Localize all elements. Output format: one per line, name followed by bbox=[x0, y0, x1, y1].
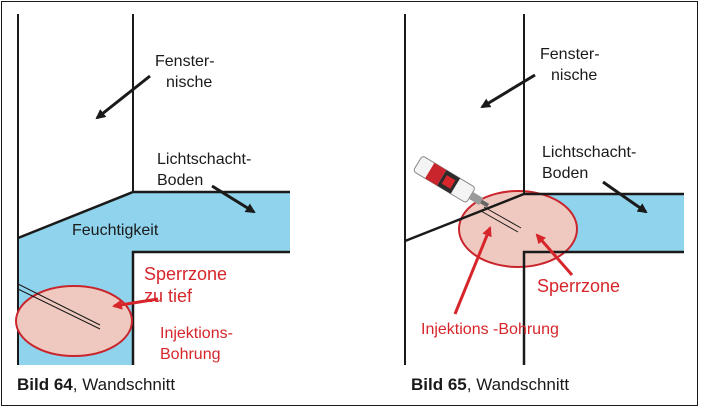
label-sperrzone: Sperrzone bbox=[537, 276, 621, 296]
caption-bild-64: Bild 64, Wandschnitt bbox=[17, 375, 175, 395]
drill-hole-icon bbox=[480, 206, 522, 233]
lightwell-floor-line bbox=[131, 250, 290, 365]
arrow-icon bbox=[453, 226, 492, 315]
barrier-zone-ellipse bbox=[15, 285, 133, 357]
label-feuchtigkeit: Feuchtigkeit bbox=[72, 222, 159, 239]
arrow-icon bbox=[211, 184, 256, 214]
drill-hole-icon bbox=[17, 283, 101, 330]
arrow-icon bbox=[95, 74, 151, 120]
label-lichtschacht-line1: Lichtschacht- bbox=[542, 144, 637, 161]
label-injektion-line2: Bohrung bbox=[160, 346, 221, 363]
window-sill-line bbox=[404, 192, 684, 243]
label-fensternische-line1: Fenster- bbox=[540, 46, 600, 63]
caption-bild-65-number: Bild 65 bbox=[411, 375, 467, 394]
injection-cartridge-icon bbox=[413, 156, 490, 208]
lightwell-floor-line bbox=[522, 250, 684, 365]
label-sperrzone-line2: zu tief bbox=[144, 286, 193, 306]
caption-bild-64-text: , Wandschnitt bbox=[72, 375, 176, 394]
label-lichtschacht-line2: Boden bbox=[542, 165, 589, 182]
label-injektion: Injektions -Bohrung bbox=[421, 321, 559, 338]
label-injektion-line1: Injektions- bbox=[160, 325, 233, 342]
label-lichtschacht-line2: Boden bbox=[157, 172, 204, 189]
label-lichtschacht-line1: Lichtschacht- bbox=[157, 151, 252, 168]
figure-64 bbox=[15, 14, 290, 365]
label-fensternische-line1: Fenster- bbox=[155, 53, 215, 70]
arrow-icon bbox=[480, 73, 536, 109]
arrow-icon bbox=[535, 233, 574, 276]
arrow-icon bbox=[112, 297, 159, 310]
arrow-icon bbox=[602, 180, 648, 214]
label-fensternische-line2: nische bbox=[551, 67, 598, 84]
caption-bild-65-text: , Wandschnitt bbox=[466, 375, 570, 394]
window-sill-line bbox=[17, 190, 290, 240]
caption-bild-65: Bild 65, Wandschnitt bbox=[411, 375, 569, 395]
label-fensternische-line2: nische bbox=[166, 74, 213, 91]
label-sperrzone-line1: Sperrzone bbox=[144, 264, 228, 284]
caption-bild-64-number: Bild 64 bbox=[17, 375, 73, 394]
figure-65 bbox=[404, 14, 684, 365]
